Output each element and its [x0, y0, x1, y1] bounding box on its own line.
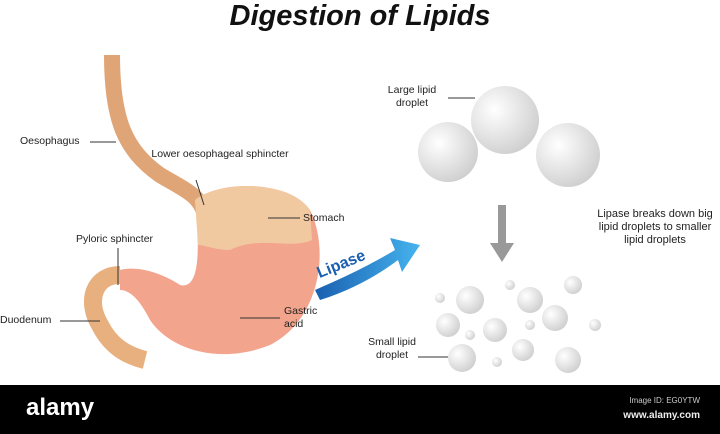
lipase-arrow [315, 238, 420, 300]
large-droplets [418, 86, 600, 187]
label-pyloric: Pyloric sphincter [76, 233, 154, 245]
oesophagus-shape [104, 54, 213, 218]
label-stomach: Stomach [303, 212, 345, 224]
label-gastric-acid: Gastric acid [284, 305, 318, 330]
label-small-droplet: Small lipid droplet [368, 336, 416, 361]
label-duodenum: Duodenum [0, 314, 52, 326]
label-lower-sphincter: Lower oesophageal sphincter [151, 148, 289, 160]
site-url: www.alamy.com [623, 410, 700, 421]
page-title: Digestion of Lipids [229, 0, 491, 32]
small-droplets [435, 276, 601, 373]
label-explanation: Lipase breaks down big lipid droplets to… [597, 208, 713, 246]
label-oesophagus: Oesophagus [20, 135, 80, 147]
stomach-shape [83, 186, 320, 369]
label-large-droplet: Large lipid droplet [387, 84, 437, 109]
watermark-bar [0, 385, 720, 434]
down-arrow [490, 205, 514, 262]
leader-lines [60, 97, 475, 358]
alamy-logo: alamy [26, 394, 95, 421]
image-id: Image ID: EG0YTW [629, 396, 700, 405]
